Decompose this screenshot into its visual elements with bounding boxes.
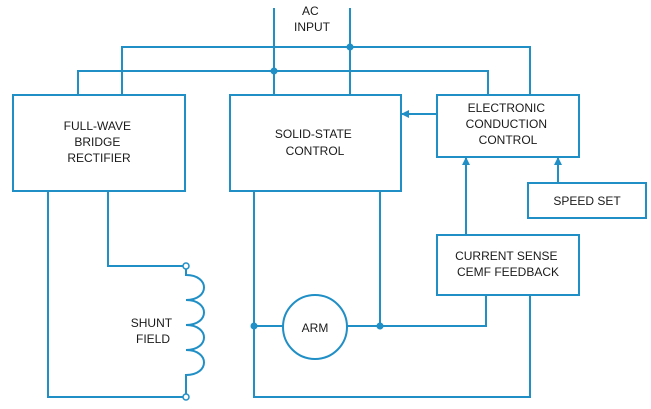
terminal-bottom [182, 393, 190, 401]
ac-input-line2: INPUT [294, 20, 331, 34]
armature-circle [282, 294, 348, 360]
shunt-field-label: SHUNT FIELD [131, 316, 175, 346]
junction-dot [346, 43, 354, 51]
rectifier-box [12, 94, 186, 192]
solid-state-control-box [229, 94, 402, 192]
shunt-field-wires [47, 191, 186, 398]
ac-input-label: AC INPUT [294, 4, 331, 34]
rectifier-label: FULL-WAVE BRIDGE RECTIFIER [64, 119, 135, 165]
speed-set-box [527, 182, 647, 219]
armature-label: ARM [302, 321, 329, 335]
current-sense-label: CURRENT SENSE CEMF FEEDBACK [455, 249, 561, 279]
solid-state-line1: SOLID-STATE [275, 127, 352, 141]
electronic-line3: CONTROL [479, 133, 538, 147]
solid-state-line2: CONTROL [286, 144, 345, 158]
terminal-top [182, 262, 190, 270]
rectifier-line3: RECTIFIER [67, 151, 131, 165]
solid-state-label: SOLID-STATE CONTROL [275, 127, 355, 158]
shunt-field-line1: SHUNT [131, 316, 173, 330]
speed-set-label: SPEED SET [553, 194, 621, 208]
electronic-conduction-control-box [436, 94, 580, 158]
electronic-line2: CONDUCTION [466, 117, 547, 131]
supply-bus-wires [77, 46, 531, 95]
electronic-label: ELECTRONIC CONDUCTION CONTROL [466, 101, 551, 147]
junction-dot [270, 67, 278, 75]
junction-dot [250, 322, 258, 330]
rectifier-line1: FULL-WAVE [64, 119, 131, 133]
rectifier-line2: BRIDGE [74, 135, 120, 149]
electronic-line1: ELECTRONIC [468, 101, 546, 115]
current-sense-box [436, 234, 580, 296]
shunt-field-coil [185, 266, 205, 397]
current-sense-line1: CURRENT SENSE [455, 249, 557, 263]
current-sense-line2: CEMF FEEDBACK [457, 265, 559, 279]
ac-input-line1: AC [302, 4, 319, 18]
shunt-field-line2: FIELD [136, 332, 170, 346]
ac-input-wires [273, 8, 351, 95]
junction-dot [376, 322, 384, 330]
armature-wires [253, 191, 531, 398]
